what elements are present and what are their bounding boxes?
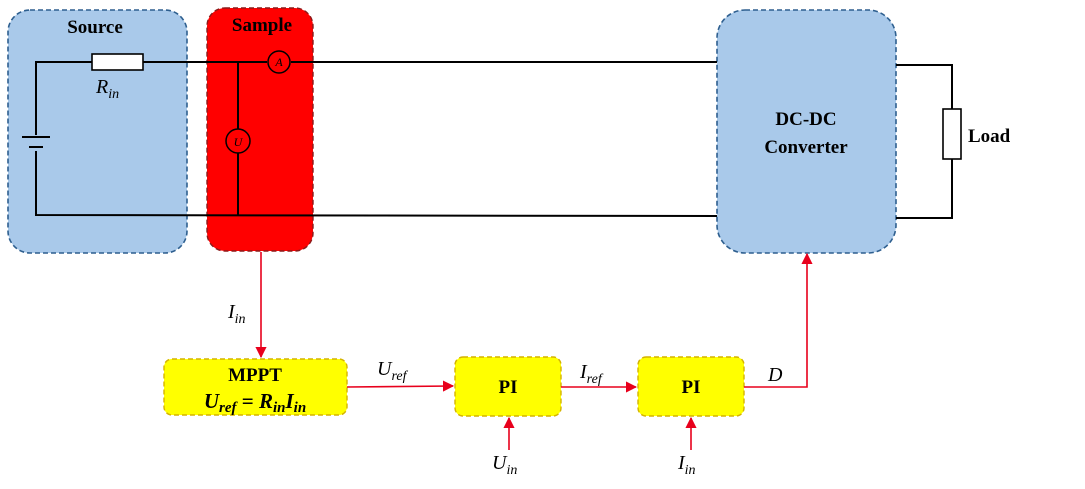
pi2-label: PI bbox=[682, 377, 701, 398]
power-wiring bbox=[35, 61, 953, 219]
signal-label-u-in: Uin bbox=[492, 452, 517, 478]
load-label: Load bbox=[968, 126, 1011, 147]
voltmeter-label: U bbox=[234, 135, 244, 149]
voltmeter-icon bbox=[225, 128, 251, 154]
signal-label-i-ref: Iref bbox=[579, 361, 604, 387]
ammeter-icon bbox=[267, 50, 291, 74]
source-block bbox=[7, 9, 188, 254]
signal-label-i-in-mppt: Iin bbox=[227, 301, 246, 327]
dc-dc-converter-block bbox=[716, 9, 897, 254]
pi1-label: PI bbox=[499, 377, 518, 398]
load-resistor-icon bbox=[942, 108, 962, 160]
signal-paths bbox=[255, 252, 813, 450]
mppt-title: MPPT bbox=[228, 365, 282, 386]
signal-label-i-in-pi2: Iin bbox=[677, 452, 696, 478]
source-title: Source bbox=[67, 17, 123, 38]
mppt-formula: Uref = RinIin bbox=[204, 389, 306, 416]
ammeter-label: A bbox=[274, 55, 283, 69]
battery-icon bbox=[22, 136, 50, 148]
signal-label-u-ref: Uref bbox=[377, 358, 409, 384]
mppt-block bbox=[163, 358, 348, 416]
signal-label-duty: D bbox=[767, 364, 783, 386]
converter-title-line1: DC-DC bbox=[775, 109, 836, 130]
resistor-icon bbox=[91, 53, 144, 71]
converter-title-line2: Converter bbox=[764, 137, 848, 158]
resistor-label: Rin bbox=[95, 76, 119, 102]
sample-title: Sample bbox=[232, 15, 292, 36]
